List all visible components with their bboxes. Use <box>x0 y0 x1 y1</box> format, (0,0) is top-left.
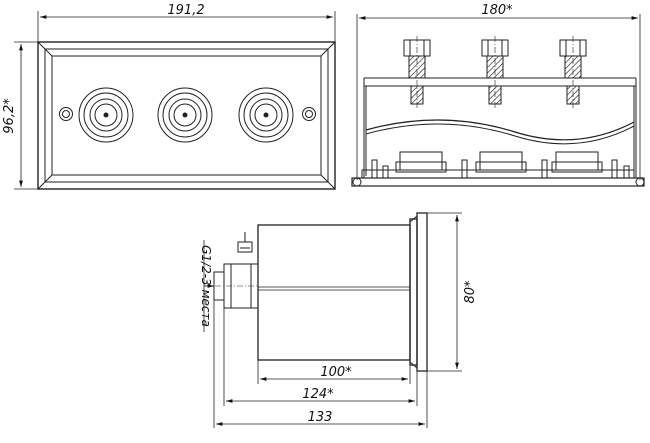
dim-front-width <box>37 11 336 42</box>
fitting-3 <box>559 36 587 110</box>
front-width-label: 191,2 <box>167 3 204 18</box>
nozzle-housing-3 <box>551 151 603 173</box>
dim-side-height <box>427 212 462 372</box>
front-view <box>14 11 336 190</box>
thread-note: G1/2-3 места <box>199 245 213 327</box>
dim-side-124 <box>223 308 418 406</box>
nozzle-housing-2 <box>475 151 527 173</box>
nozzle-front-2 <box>157 87 213 143</box>
top-width-label: 180* <box>481 3 513 18</box>
side-view <box>203 212 462 428</box>
nozzle-front-3 <box>238 87 294 143</box>
nozzle-housing-1 <box>395 151 447 173</box>
section-screws <box>352 159 645 187</box>
dim-top-width <box>356 14 641 180</box>
nozzle-front-1 <box>78 87 134 143</box>
dim-front-height <box>14 41 38 190</box>
side-100-label: 100* <box>320 365 352 380</box>
dim-side-133 <box>213 300 428 428</box>
dim-side-100 <box>257 360 411 384</box>
front-height-label: 96,2* <box>2 98 17 134</box>
side-height-label: 80* <box>463 280 478 304</box>
screw-left <box>59 107 73 121</box>
screw-right <box>302 107 316 121</box>
fitting-2 <box>481 36 509 110</box>
side-133-label: 133 <box>308 410 333 425</box>
fitting-1 <box>403 36 431 110</box>
side-124-label: 124* <box>302 387 334 402</box>
top-view <box>351 14 645 187</box>
